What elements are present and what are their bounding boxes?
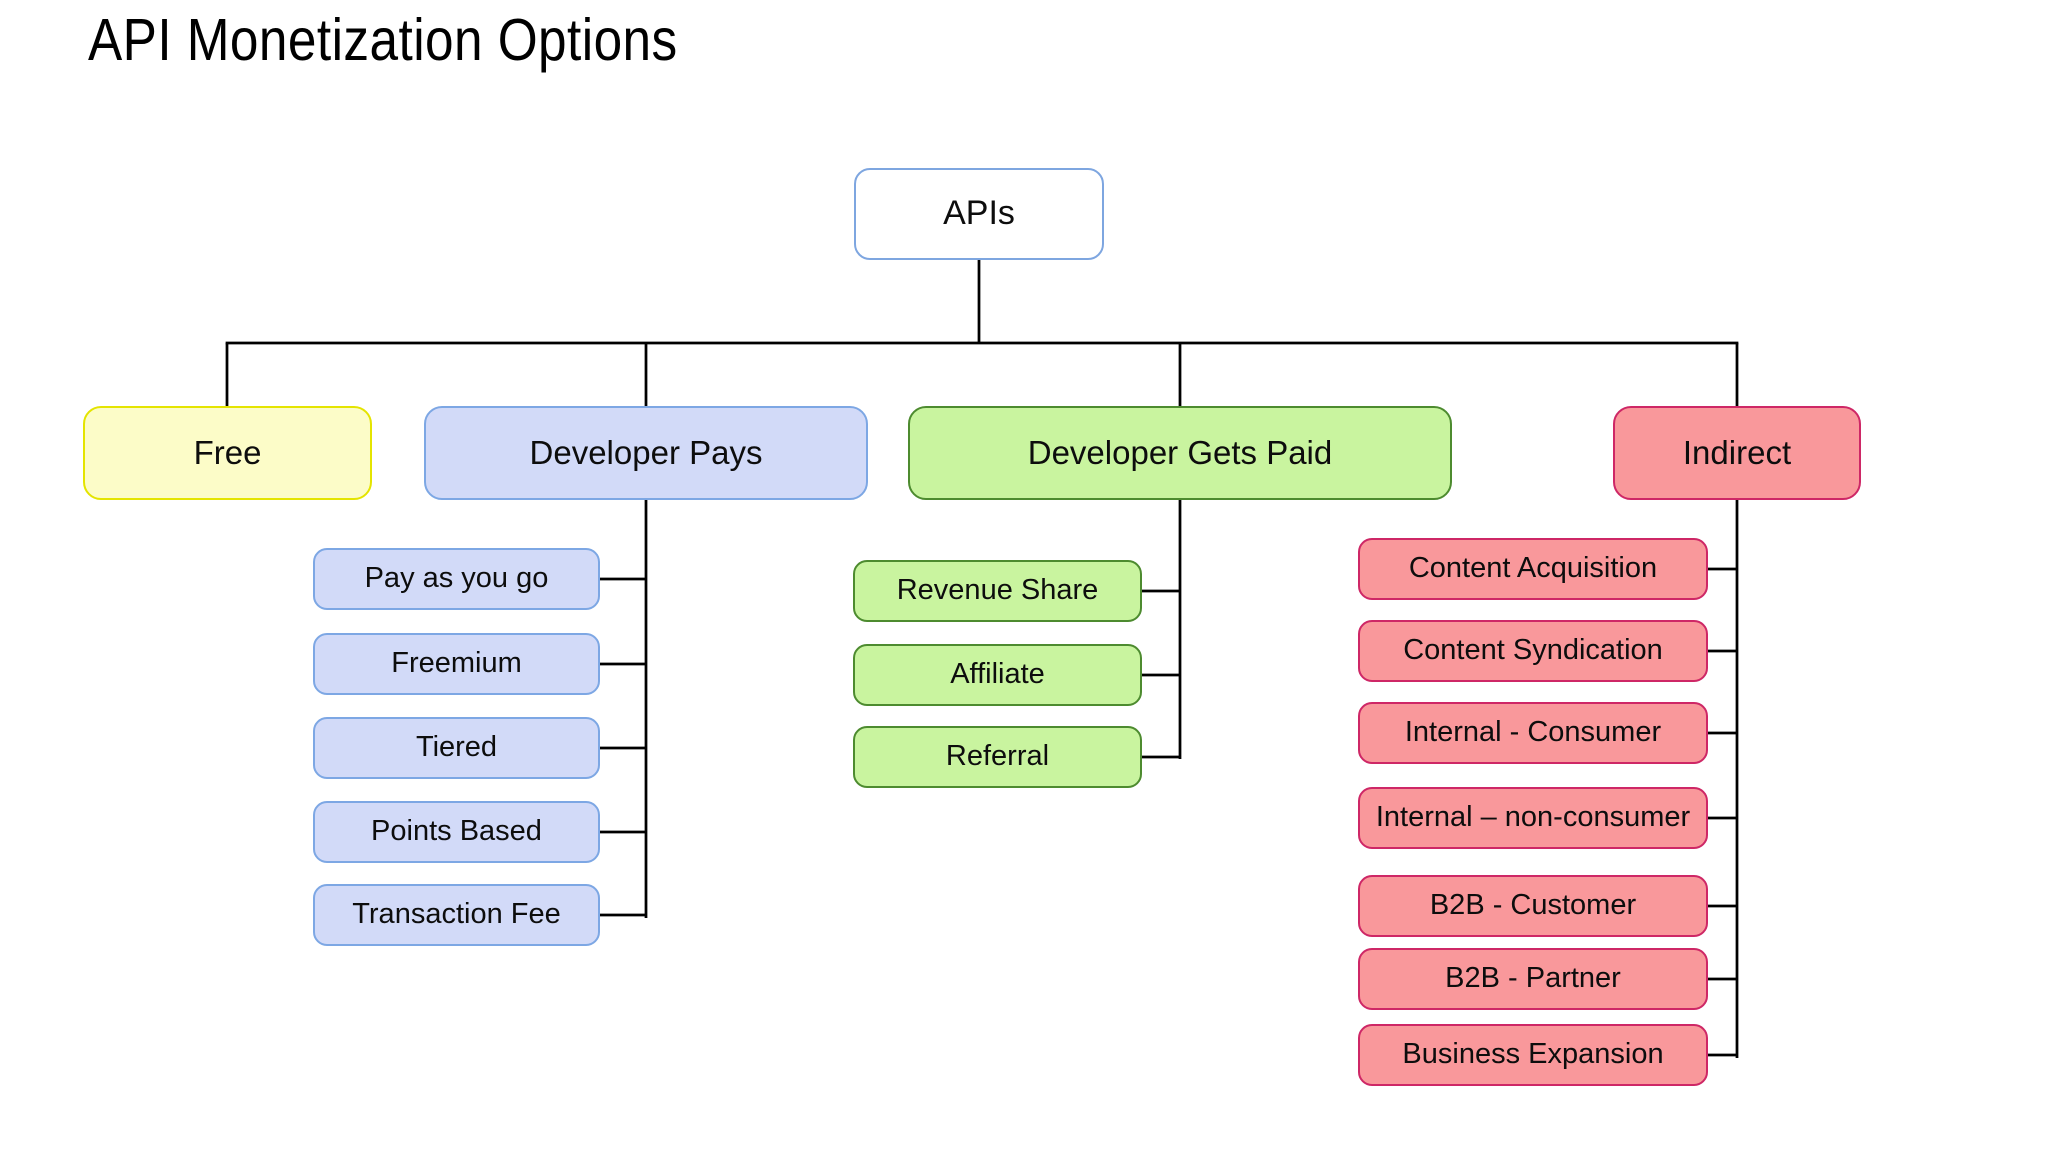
node-apis-label: APIs (943, 194, 1015, 233)
node-apis: APIs (854, 168, 1104, 260)
node-b2b-customer: B2B - Customer (1358, 875, 1708, 937)
node-tiered: Tiered (313, 717, 600, 779)
node-revenue-share-label: Revenue Share (896, 574, 1099, 607)
node-content-syndication: Content Syndication (1358, 620, 1708, 682)
node-developer-pays: Developer Pays (424, 406, 868, 500)
node-pay-as-you-go-label: Pay as you go (364, 562, 549, 595)
node-developer-gets-paid: Developer Gets Paid (908, 406, 1452, 500)
node-content-acquisition-label: Content Acquisition (1408, 552, 1658, 585)
node-content-syndication-label: Content Syndication (1403, 634, 1663, 667)
node-free: Free (83, 406, 372, 500)
node-points-based-label: Points Based (371, 815, 542, 848)
node-tiered-label: Tiered (415, 731, 498, 764)
node-internal-consumer: Internal - Consumer (1358, 702, 1708, 764)
node-indirect-label: Indirect (1682, 433, 1792, 471)
node-b2b-customer-label: B2B - Customer (1429, 889, 1637, 922)
node-transaction-fee: Transaction Fee (313, 884, 600, 946)
node-internal-consumer-label: Internal - Consumer (1404, 716, 1662, 749)
node-revenue-share: Revenue Share (853, 560, 1142, 622)
node-points-based: Points Based (313, 801, 600, 863)
node-affiliate-label: Affiliate (950, 658, 1045, 691)
node-business-expansion-label: Business Expansion (1402, 1038, 1664, 1071)
diagram-title: API Monetization Options (88, 7, 678, 73)
node-developer-pays-label: Developer Pays (529, 433, 763, 471)
node-freemium-label: Freemium (391, 647, 522, 680)
node-internal-non-consumer: Internal – non-consumer (1358, 787, 1708, 849)
node-free-label: Free (193, 433, 262, 471)
node-transaction-fee-label: Transaction Fee (352, 898, 561, 931)
node-affiliate: Affiliate (853, 644, 1142, 706)
node-business-expansion: Business Expansion (1358, 1024, 1708, 1086)
node-internal-non-consumer-label: Internal – non-consumer (1375, 801, 1691, 834)
node-referral-label: Referral (945, 740, 1050, 773)
node-indirect: Indirect (1613, 406, 1861, 500)
node-b2b-partner: B2B - Partner (1358, 948, 1708, 1010)
node-referral: Referral (853, 726, 1142, 788)
node-freemium: Freemium (313, 633, 600, 695)
node-pay-as-you-go: Pay as you go (313, 548, 600, 610)
node-content-acquisition: Content Acquisition (1358, 538, 1708, 600)
node-developer-gets-paid-label: Developer Gets Paid (1027, 433, 1333, 471)
node-b2b-partner-label: B2B - Partner (1445, 962, 1621, 995)
